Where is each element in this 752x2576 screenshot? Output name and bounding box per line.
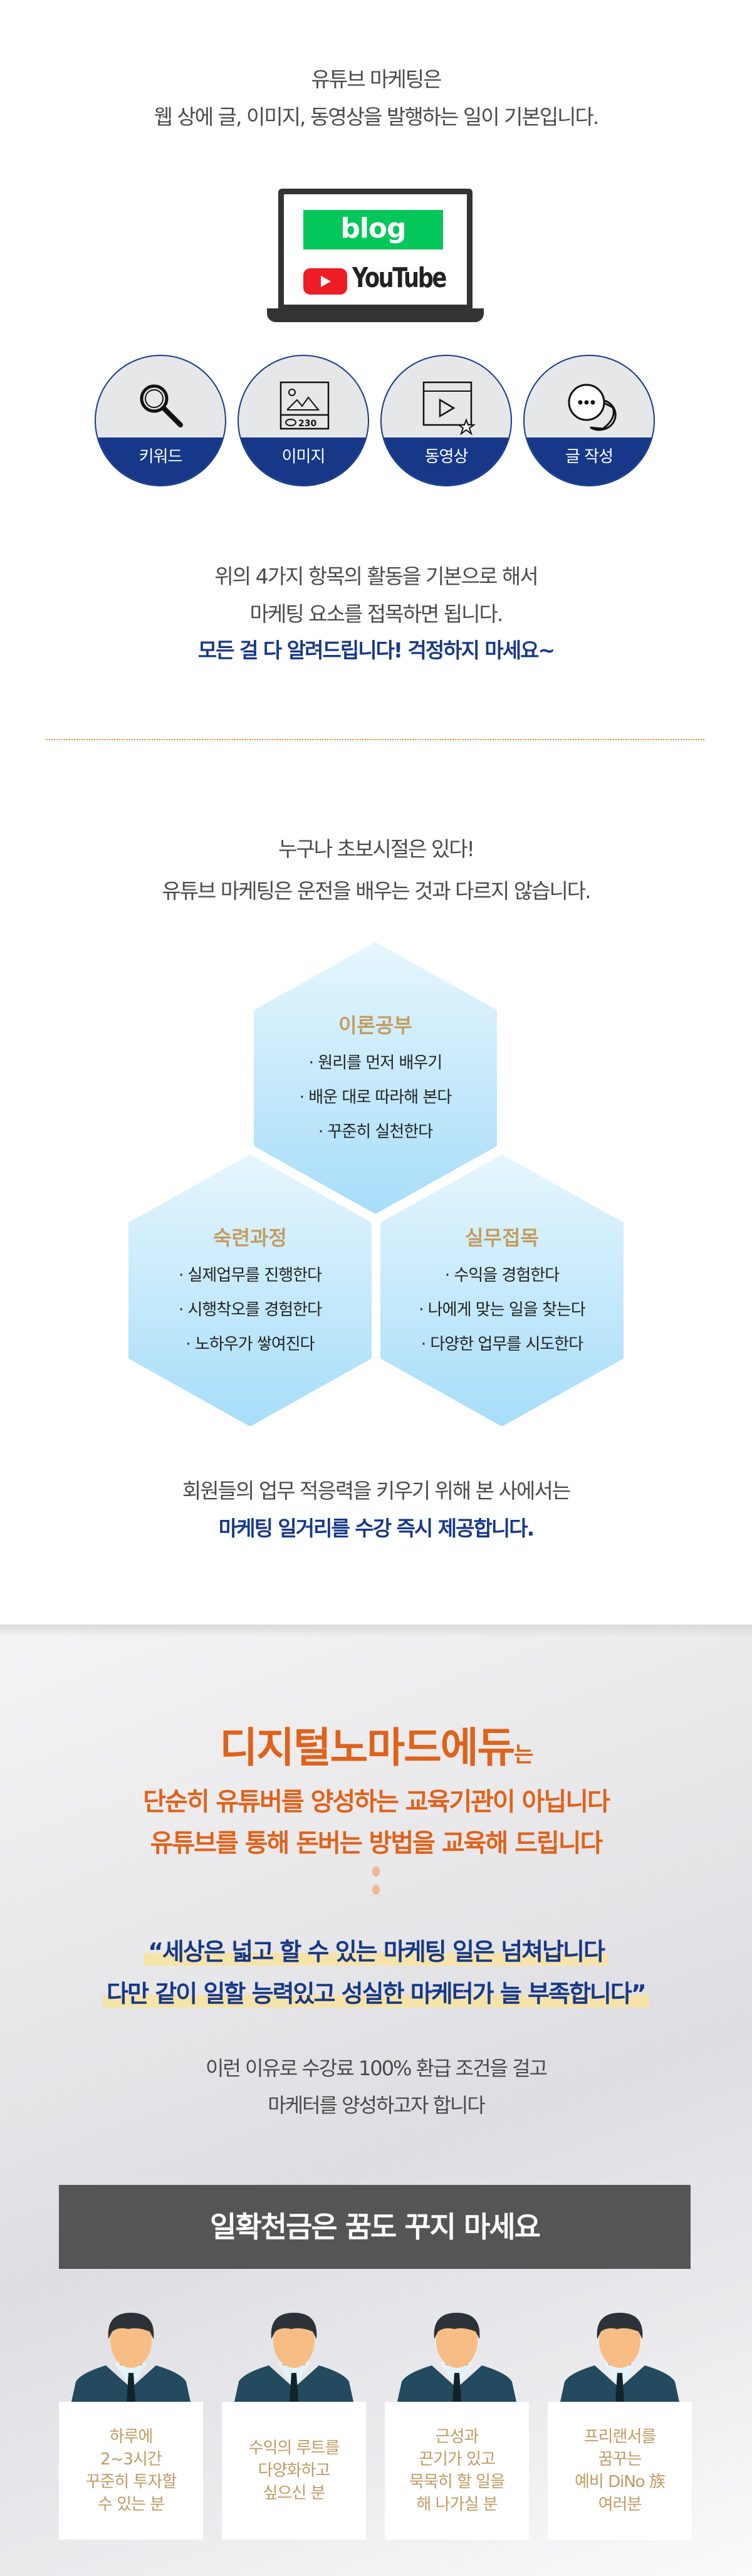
hex-item: · 나에게 맞는 일을 찾는다 — [419, 1301, 586, 1319]
hex-theory: 이론공부 · 원리를 먼저 배우기 · 배운 대로 따라해 본다 · 꾸준히 실… — [254, 942, 497, 1214]
intro-line-1: 유튜브 마케팅은 — [311, 67, 442, 92]
person-icon — [394, 2313, 520, 2402]
summary-highlight: 모든 걸 다 알려드립니다! 걱정하지 마세요~ — [197, 638, 555, 662]
offer-line-1: 회원들의 업무 적응력을 키우기 위해 본 사에서는 — [182, 1479, 571, 1503]
magnifier-icon — [140, 384, 183, 427]
section2-line-1: 누구나 초보시절은 있다! — [278, 837, 475, 861]
brand-name: 디지털노마드에듀 — [219, 1724, 515, 1772]
circle-label: 동영상 — [382, 437, 511, 485]
card-line: 끈기가 있고 — [419, 2450, 496, 2469]
circle-image: 230 이미지 — [238, 355, 369, 486]
refund-line-2: 마케터를 양성하고자 합니다 — [268, 2093, 486, 2117]
image-icon: 230 — [279, 381, 330, 430]
card-line: 예비 DiNo 族 — [575, 2473, 666, 2491]
hex-item: · 꾸준히 실천한다 — [318, 1123, 433, 1141]
section2-line-2: 유튜브 마케팅은 운전을 배우는 것과 다르지 않습니다. — [162, 879, 591, 903]
circle-writing: 글 작성 — [523, 355, 655, 486]
card-line: 수익의 루트를 — [248, 2439, 340, 2458]
hex-title: 실무접목 — [465, 1226, 539, 1250]
card-line: 묵묵히 할 일을 — [409, 2473, 505, 2491]
hex-practice: 숙련과정 · 실제업무를 진행한다 · 시행착오를 경험한다 · 노하우가 쌓여… — [128, 1154, 372, 1427]
video-icon — [422, 381, 476, 436]
card-line: 근성과 — [435, 2427, 479, 2446]
brand-line-2: 유튜브를 통해 돈버는 방법을 교육해 드립니다 — [150, 1829, 603, 1858]
laptop-base — [267, 308, 484, 322]
youtube-play-icon — [303, 268, 347, 295]
person-icon — [68, 2313, 194, 2402]
person-icon — [231, 2313, 357, 2402]
card-line: 꾸준히 투자할 — [85, 2473, 177, 2491]
chat-bubbles-icon — [568, 384, 617, 431]
card-line: 여러분 — [598, 2495, 642, 2514]
hex-title: 이론공부 — [338, 1013, 412, 1037]
card-line: 해 나가실 분 — [416, 2495, 498, 2514]
decor-dot — [372, 1867, 380, 1877]
quote-line-1: “세상은 넓고 할 수 있는 마케팅 일은 넘쳐납니다 — [0, 1932, 752, 1967]
card-line: 꿈꾸는 — [598, 2450, 642, 2469]
card-line: 수 있는 분 — [97, 2495, 165, 2514]
brand-heading: 디지털노마드에듀는 — [0, 1714, 752, 1774]
card-line: 하루에 — [109, 2427, 154, 2446]
circle-keyword: 키워드 — [95, 355, 226, 486]
circle-video: 동영상 — [380, 355, 512, 486]
banner-title: 일확천금은 꿈도 꾸지 마세요 — [59, 2185, 691, 2269]
card-line: 싶으신 분 — [263, 2484, 326, 2503]
card-line: 프리랜서를 — [583, 2427, 657, 2446]
refund-line-1: 이런 이유로 수강료 100% 환급 조건을 걸고 — [205, 2056, 548, 2080]
hex-item: · 실제업무를 진행한다 — [178, 1266, 322, 1285]
quote-line-2: 다만 같이 일할 능력있고 성실한 마케터가 늘 부족합니다” — [0, 1974, 752, 2009]
decor-dot — [372, 1885, 380, 1895]
person-icon — [557, 2313, 682, 2402]
hex-item: · 배운 대로 따라해 본다 — [299, 1088, 452, 1107]
youtube-logo: YouTube — [352, 262, 447, 294]
circle-label: 글 작성 — [525, 437, 654, 485]
intro-line-2: 웹 상에 글, 이미지, 동영상을 발행하는 일이 기본입니다. — [154, 105, 600, 129]
hex-item: · 다양한 업무를 시도한다 — [420, 1335, 583, 1354]
offer-line-2: 마케팅 일거리를 수강 즉시 제공합니다. — [218, 1516, 535, 1541]
summary-line-2: 마케팅 요소를 접목하면 됩니다. — [249, 602, 504, 626]
hex-title: 숙련과정 — [213, 1226, 287, 1250]
circle-label: 이미지 — [239, 437, 368, 485]
hex-item: · 시행착오를 경험한다 — [178, 1301, 322, 1319]
hex-item: · 노하우가 쌓여진다 — [185, 1335, 315, 1354]
hex-item: · 원리를 먼저 배우기 — [308, 1054, 442, 1072]
card-line: 2~3시간 — [100, 2450, 162, 2469]
hex-item: · 수익을 경험한다 — [444, 1266, 560, 1285]
brand-suffix: 는 — [514, 1742, 533, 1767]
section-divider — [46, 739, 704, 740]
brand-line-1: 단순히 유튜버를 양성하는 교육기관이 아닙니다 — [143, 1788, 610, 1816]
card-line: 다양화하고 — [258, 2461, 331, 2480]
circle-label: 키워드 — [96, 437, 225, 485]
blog-logo: blog — [303, 210, 443, 249]
svg-text:230: 230 — [298, 419, 316, 429]
hex-application: 실무접목 · 수익을 경험한다 · 나에게 맞는 일을 찾는다 · 다양한 업무… — [380, 1154, 624, 1427]
summary-line-1: 위의 4가지 항목의 활동을 기본으로 해서 — [214, 564, 538, 589]
